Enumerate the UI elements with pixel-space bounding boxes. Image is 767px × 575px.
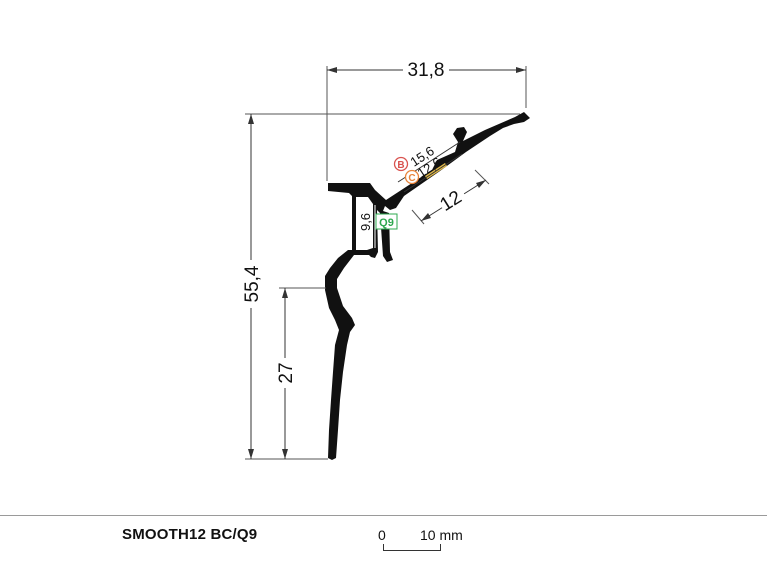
product-name: SMOOTH12 BC/Q9 [122,526,258,543]
aluminium-profile [325,112,530,460]
q9-marker-box [375,213,398,230]
scale-line [383,550,441,551]
c-dimension-line [403,153,463,193]
total-height-arrow-top [248,114,254,124]
top-width-arrow-left [327,67,337,73]
scale-bar: 0 10 mm [378,527,478,559]
marker-b-label: B [397,160,404,171]
top-width-label: 31,8 [408,60,445,81]
scale-tick-left [383,544,384,551]
top-width-arrow-right [516,67,526,73]
marker-c-label: C [408,173,415,184]
q9-marker-label: Q9 [379,217,394,229]
q9-slot [356,197,373,250]
channel-width-ext-a [411,209,425,225]
lower-height-arrow-bottom [282,449,288,459]
scale-end-label: 10 mm [420,527,463,543]
lower-height-label: 27 [276,362,297,383]
channel-width-ext-b [474,169,490,185]
marker-c-circle [404,169,420,185]
footer-divider [0,515,767,516]
lower-height-arrow-top [282,288,288,298]
channel-width-arrow-b [476,180,486,188]
total-height-label: 55,4 [242,265,263,302]
q9-height-label: 9,6 [358,213,373,231]
scale-tick-right [440,544,441,551]
marker-b-circle [393,156,409,172]
scale-start-label: 0 [378,527,386,543]
channel-width-arrow-a [421,213,431,221]
total-height-arrow-bottom [248,449,254,459]
